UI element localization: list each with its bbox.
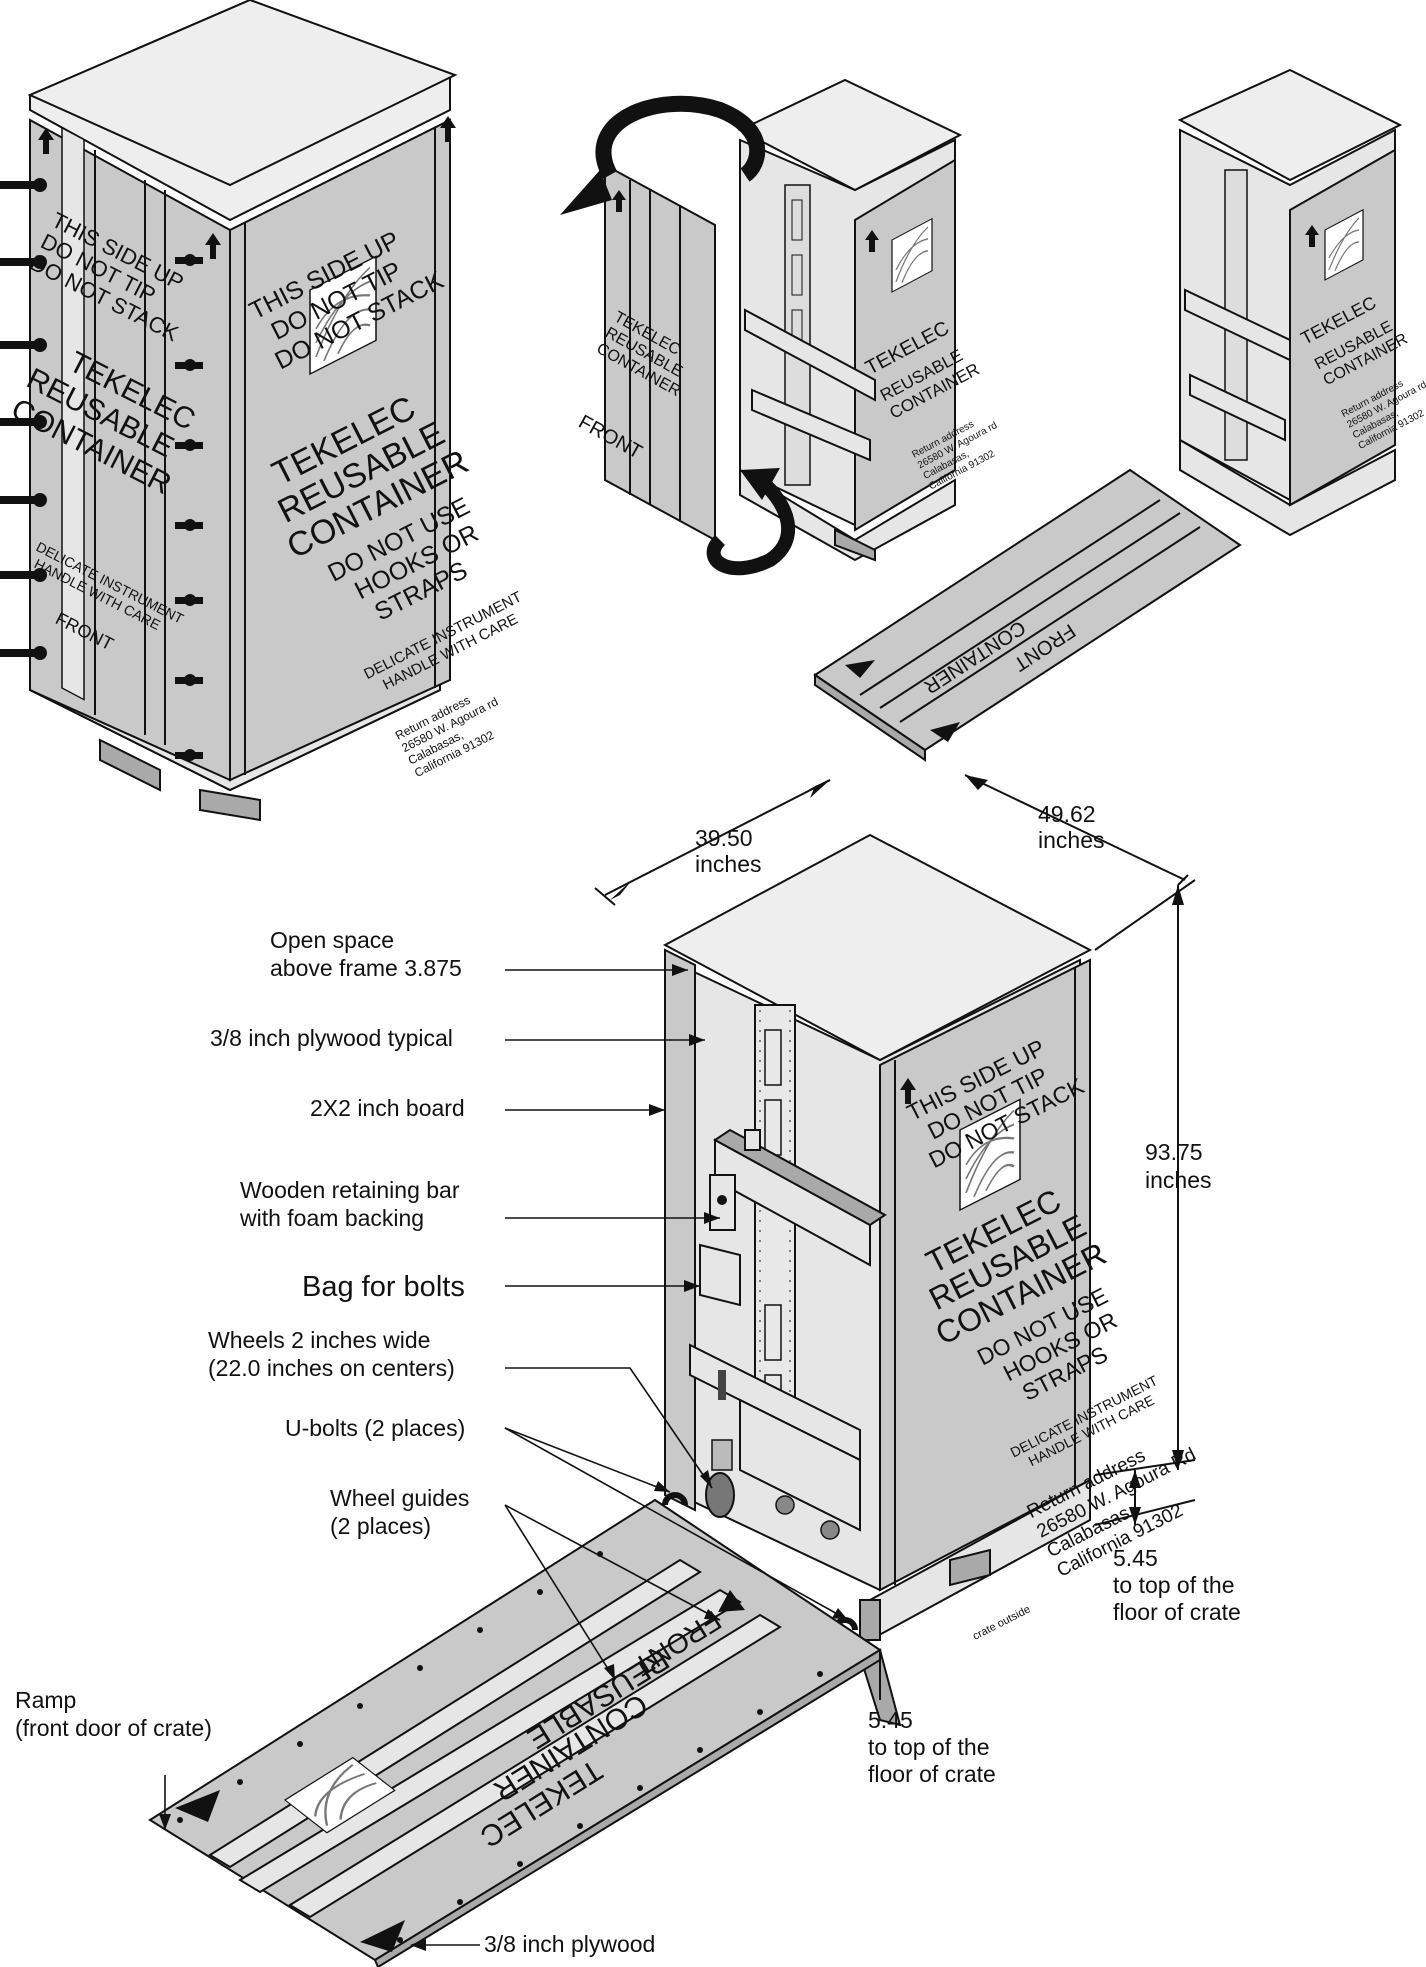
callout-plywood: 3/8 inch plywood [484, 1931, 655, 1957]
up-arrow-icon [38, 128, 54, 154]
crate-side-panel [879, 958, 1091, 1592]
callout-leaders [164, 969, 849, 1946]
callout-arrow-heads [159, 964, 848, 1951]
u-bolt-icon [662, 1492, 688, 1506]
crate-outside-label: crate outside [971, 1603, 1033, 1642]
up-arrow-icon [205, 233, 221, 259]
callout-wheel-guides-1: Wheel guides [330, 1485, 469, 1511]
wheel-icon [705, 1472, 735, 1518]
floor-front-line2: floor of crate [868, 1761, 996, 1787]
tekelec-logo-icon [959, 1098, 1021, 1212]
callout-ramp-1: Ramp [15, 1687, 76, 1713]
callout-wheels-1: Wheels 2 inches wide [208, 1327, 430, 1353]
callout-bag: Bag for bolts [302, 1271, 465, 1303]
callout-wheel-guides-2: (2 places) [330, 1513, 431, 1539]
width-value: 39.50 [695, 825, 753, 851]
depth-dimension-line [964, 774, 1186, 881]
crate-door-removed: TEKELEC REUSABLE CONTAINER Return addres… [1177, 68, 1426, 537]
height-unit: inches [1145, 1167, 1211, 1193]
up-arrow-icon [440, 116, 456, 142]
width-dimension-line [604, 779, 831, 896]
retaining-bar [709, 1128, 887, 1267]
width-unit: inches [695, 851, 761, 877]
dimension-arrow-heads [610, 775, 1184, 1525]
door-lying-flat: CONTAINER FRONT [813, 468, 1242, 762]
callout-open-space-2: above frame 3.875 [270, 955, 462, 981]
up-arrow-icon [900, 1078, 916, 1104]
arrow-head-icon [560, 170, 612, 215]
open-crate-main: THIS SIDE UP DO NOT TIP DO NOT STACK TEK… [662, 833, 1199, 1643]
ramp-arrow-icon [360, 1920, 405, 1952]
floor-right-value: 5.45 [1113, 1545, 1158, 1571]
callout-plywood-typical: 3/8 inch plywood typical [210, 1025, 453, 1051]
callout-ubolts: U-bolts (2 places) [285, 1415, 465, 1441]
ramp: TEKELEC CONTAINER REUSABLE FRONT [148, 1498, 902, 1967]
bolt-row [0, 178, 203, 761]
bolt-bag [699, 1243, 741, 1307]
callout-wheels-2: (22.0 inches on centers) [208, 1355, 455, 1381]
tekelec-logo-icon [891, 217, 933, 293]
wheel-frame [662, 1343, 861, 1631]
callout-ramp-2: (front door of crate) [15, 1715, 212, 1741]
rotate-arrow-icon [595, 95, 766, 182]
ramp-arrow-icon [175, 1790, 220, 1822]
crate-door-opening: TEKELEC REUSABLE CONTAINER FRONT TEKELEC… [560, 78, 999, 576]
closed-crate: THIS SIDE UP DO NOT TIP DO NOT STACK TEK… [0, 0, 525, 822]
floor-right-line1: to top of the [1113, 1572, 1234, 1598]
floor-right-line2: floor of crate [1113, 1599, 1241, 1625]
callout-retaining-bar-1: Wooden retaining bar [240, 1177, 460, 1203]
floor-front-value: 5.45 [868, 1707, 913, 1733]
callout-retaining-bar-2: with foam backing [239, 1205, 424, 1231]
tekelec-logo-icon [1324, 208, 1364, 281]
tekelec-logo-icon [283, 1756, 396, 1834]
height-value: 93.75 [1145, 1139, 1203, 1165]
floor-front-line1: to top of the [868, 1734, 989, 1760]
ramp-screw-holes [177, 1551, 823, 1943]
depth-value: 49.62 [1038, 801, 1096, 827]
tekelec-logo-icon [309, 255, 377, 376]
callout-open-space-1: Open space [270, 927, 394, 953]
callout-board: 2X2 inch board [310, 1095, 465, 1121]
crate-top-lid [662, 833, 1093, 1062]
depth-unit: inches [1038, 827, 1104, 853]
